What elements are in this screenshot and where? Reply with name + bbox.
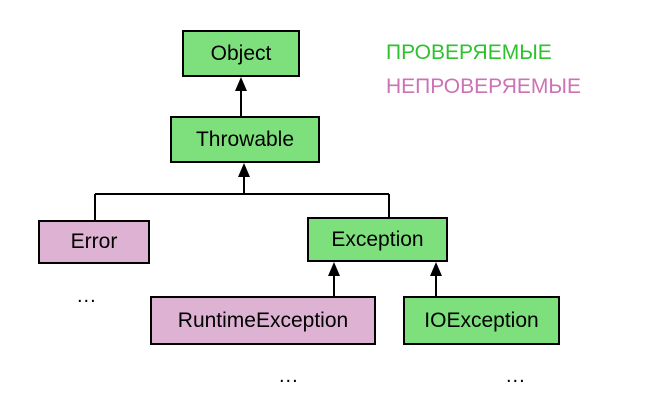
node-ioexception: IOException bbox=[403, 296, 560, 345]
node-exception: Exception bbox=[307, 217, 448, 262]
node-object: Object bbox=[182, 30, 300, 77]
edge-ioexception-exception bbox=[430, 262, 442, 296]
node-runtime-exception-label: RuntimeException bbox=[177, 308, 349, 332]
legend-unchecked: НЕПРОВЕРЯЕМЫЕ bbox=[386, 75, 581, 98]
node-exception-label: Exception bbox=[331, 227, 424, 251]
node-throwable-label: Throwable bbox=[195, 127, 295, 151]
node-runtime-exception: RuntimeException bbox=[150, 296, 376, 345]
node-error-label: Error bbox=[70, 230, 118, 253]
edge-runtime-exception bbox=[328, 262, 340, 296]
ellipsis-error-children: ... bbox=[77, 285, 97, 307]
edge-throwable-object bbox=[235, 77, 247, 116]
node-error: Error bbox=[38, 220, 150, 264]
node-ioexception-label: IOException bbox=[424, 308, 539, 332]
node-object-label: Object bbox=[210, 41, 272, 65]
legend-checked: ПРОВЕРЯЕМЫЕ bbox=[386, 41, 552, 64]
ellipsis-runtime-children: ... bbox=[279, 365, 299, 387]
ellipsis-io-children: ... bbox=[506, 365, 526, 387]
node-throwable: Throwable bbox=[170, 116, 320, 163]
edge-children-throwable bbox=[94, 163, 390, 220]
